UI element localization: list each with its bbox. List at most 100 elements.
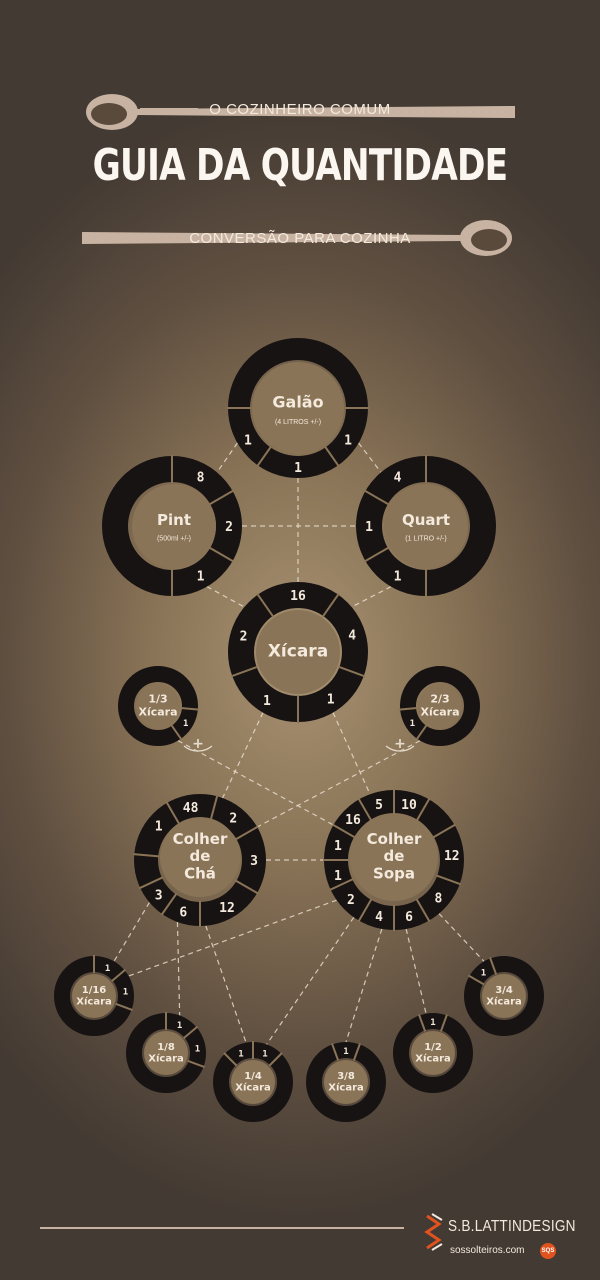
plus-sign: + bbox=[394, 736, 406, 752]
segment-label: 1 bbox=[365, 520, 373, 535]
ring-divider bbox=[415, 898, 431, 922]
ring-divider bbox=[364, 489, 390, 506]
connector-line bbox=[438, 913, 485, 962]
node-title: Xícara bbox=[235, 1082, 271, 1094]
node-title: 1/4 bbox=[244, 1071, 262, 1082]
header-rule bbox=[84, 235, 176, 241]
ring bbox=[393, 1013, 473, 1093]
node-center bbox=[411, 1031, 455, 1075]
node-title: Quart bbox=[402, 511, 450, 529]
segment-label: 8 bbox=[197, 471, 205, 486]
ring-divider bbox=[357, 798, 373, 822]
segment-label: 1 bbox=[105, 964, 110, 974]
segment-label: 1 bbox=[327, 693, 335, 708]
connector-line bbox=[113, 902, 150, 962]
plus-connector: + bbox=[385, 736, 415, 752]
segment-label: 1 bbox=[344, 433, 352, 448]
connector-line bbox=[332, 712, 371, 795]
header-subtitle-bottom: CONVERSÃO PARA COZINHA bbox=[189, 230, 411, 247]
connector-line bbox=[176, 922, 181, 1016]
ring-divider bbox=[170, 724, 183, 741]
ring-divider bbox=[182, 1025, 199, 1039]
page-title: GUIA DA QUANTIDADE bbox=[92, 140, 508, 191]
node-center bbox=[136, 684, 180, 728]
ring-divider bbox=[332, 823, 356, 839]
node-center bbox=[324, 1060, 368, 1104]
segment-label: 2 bbox=[229, 811, 237, 826]
ring-divider bbox=[432, 823, 456, 839]
node-title: 1/16 bbox=[82, 985, 107, 996]
ring-divider bbox=[208, 489, 234, 506]
segment-label: 1 bbox=[195, 1044, 200, 1054]
node-title: de bbox=[190, 847, 211, 865]
segment-label: 16 bbox=[290, 589, 306, 604]
node-title: Pint bbox=[157, 511, 191, 529]
segment-label: 4 bbox=[394, 471, 402, 486]
segment-label: 1 bbox=[430, 1018, 435, 1028]
segment-label: 1 bbox=[481, 968, 486, 978]
ring-divider bbox=[180, 707, 199, 711]
header-rule bbox=[402, 108, 514, 114]
node-center bbox=[252, 362, 344, 454]
ring-divider bbox=[133, 853, 160, 858]
segment-label: 1 bbox=[262, 1049, 267, 1059]
connector-line bbox=[351, 586, 392, 608]
segment-label: 1 bbox=[183, 719, 188, 729]
node-title: 2/3 bbox=[430, 693, 449, 706]
ring-divider bbox=[230, 665, 258, 678]
ring-divider bbox=[165, 801, 181, 825]
node-title: Xícara bbox=[148, 1053, 184, 1065]
ring-divider bbox=[331, 1043, 340, 1061]
ring-divider bbox=[110, 968, 127, 982]
segment-label: 1 bbox=[263, 694, 271, 709]
segment-label: 3 bbox=[155, 889, 163, 904]
ring bbox=[118, 666, 198, 746]
segment-label: 5 bbox=[375, 798, 383, 813]
ring-divider bbox=[467, 974, 485, 986]
header-subtitle-top: O COZINHEIRO COMUM bbox=[209, 101, 391, 118]
segment-label: 12 bbox=[444, 849, 460, 864]
segment-label: 1 bbox=[123, 987, 128, 997]
sqs-badge-icon: SQS bbox=[540, 1243, 556, 1259]
node-title: Sopa bbox=[373, 864, 415, 882]
node-title: 1/3 bbox=[148, 693, 167, 706]
node-title: Colher bbox=[367, 830, 422, 848]
node-title: 3/8 bbox=[337, 1071, 355, 1082]
node-title: 3/4 bbox=[495, 985, 513, 996]
segment-label: 6 bbox=[405, 910, 413, 925]
node-center bbox=[384, 484, 468, 568]
node-title: de bbox=[384, 847, 405, 865]
ring-divider bbox=[209, 795, 219, 821]
segment-label: 2 bbox=[240, 629, 248, 644]
brand-block: S.B.LATTINDESIGN sossolteiros.com SQS bbox=[424, 1208, 576, 1264]
ring bbox=[306, 1042, 386, 1122]
ring-divider bbox=[329, 878, 354, 891]
ring-divider bbox=[415, 798, 431, 822]
node-title: Xícara bbox=[415, 1053, 451, 1065]
node-center bbox=[350, 813, 438, 901]
ring-divider bbox=[364, 546, 390, 563]
connector-line bbox=[222, 712, 264, 799]
sb-lattin-logo-icon bbox=[424, 1213, 443, 1251]
ring-divider bbox=[235, 825, 259, 841]
ring-divider bbox=[208, 546, 234, 563]
plus-connector: + bbox=[183, 736, 213, 752]
connector-line bbox=[216, 442, 238, 473]
node-center bbox=[256, 610, 340, 694]
ring-divider bbox=[439, 1014, 448, 1032]
connector-line bbox=[345, 928, 383, 1043]
brand-url[interactable]: sossolteiros.com bbox=[450, 1245, 525, 1256]
node-title: Xícara bbox=[138, 705, 177, 718]
segment-label: 1 bbox=[343, 1047, 348, 1057]
connector-line bbox=[206, 586, 245, 608]
segment-label: 6 bbox=[179, 905, 187, 920]
connector-line bbox=[358, 442, 382, 473]
connector-line bbox=[177, 740, 334, 826]
